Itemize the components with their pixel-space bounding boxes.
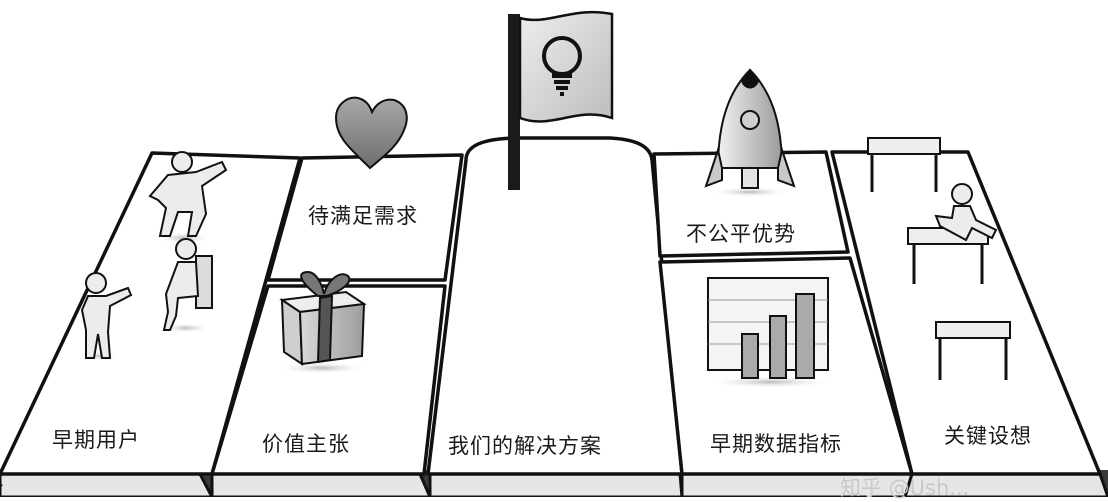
panel-unmet-needs — [266, 153, 464, 282]
gift-box-icon — [276, 270, 368, 374]
flag-lightbulb-icon — [508, 10, 614, 190]
watermark: 知乎 @Ush... — [840, 476, 970, 500]
label-early-users: 早期用户 — [52, 428, 140, 452]
hurdles-runner-icon — [867, 137, 1011, 380]
bar-chart-icon — [706, 277, 834, 388]
label-unfair-advantage: 不公平优势 — [686, 222, 796, 246]
label-unmet-needs: 待满足需求 — [308, 204, 418, 228]
label-value-proposition: 价值主张 — [262, 432, 350, 456]
panel-our-solution — [426, 136, 684, 476]
label-key-assumptions: 关键设想 — [944, 424, 1032, 448]
rocket-icon — [704, 68, 796, 197]
person-figures-icon — [80, 151, 228, 361]
heart-icon — [334, 96, 408, 170]
panel-value-proposition — [210, 284, 447, 476]
label-our-solution: 我们的解决方案 — [448, 434, 602, 458]
label-early-metrics: 早期数据指标 — [710, 432, 842, 456]
